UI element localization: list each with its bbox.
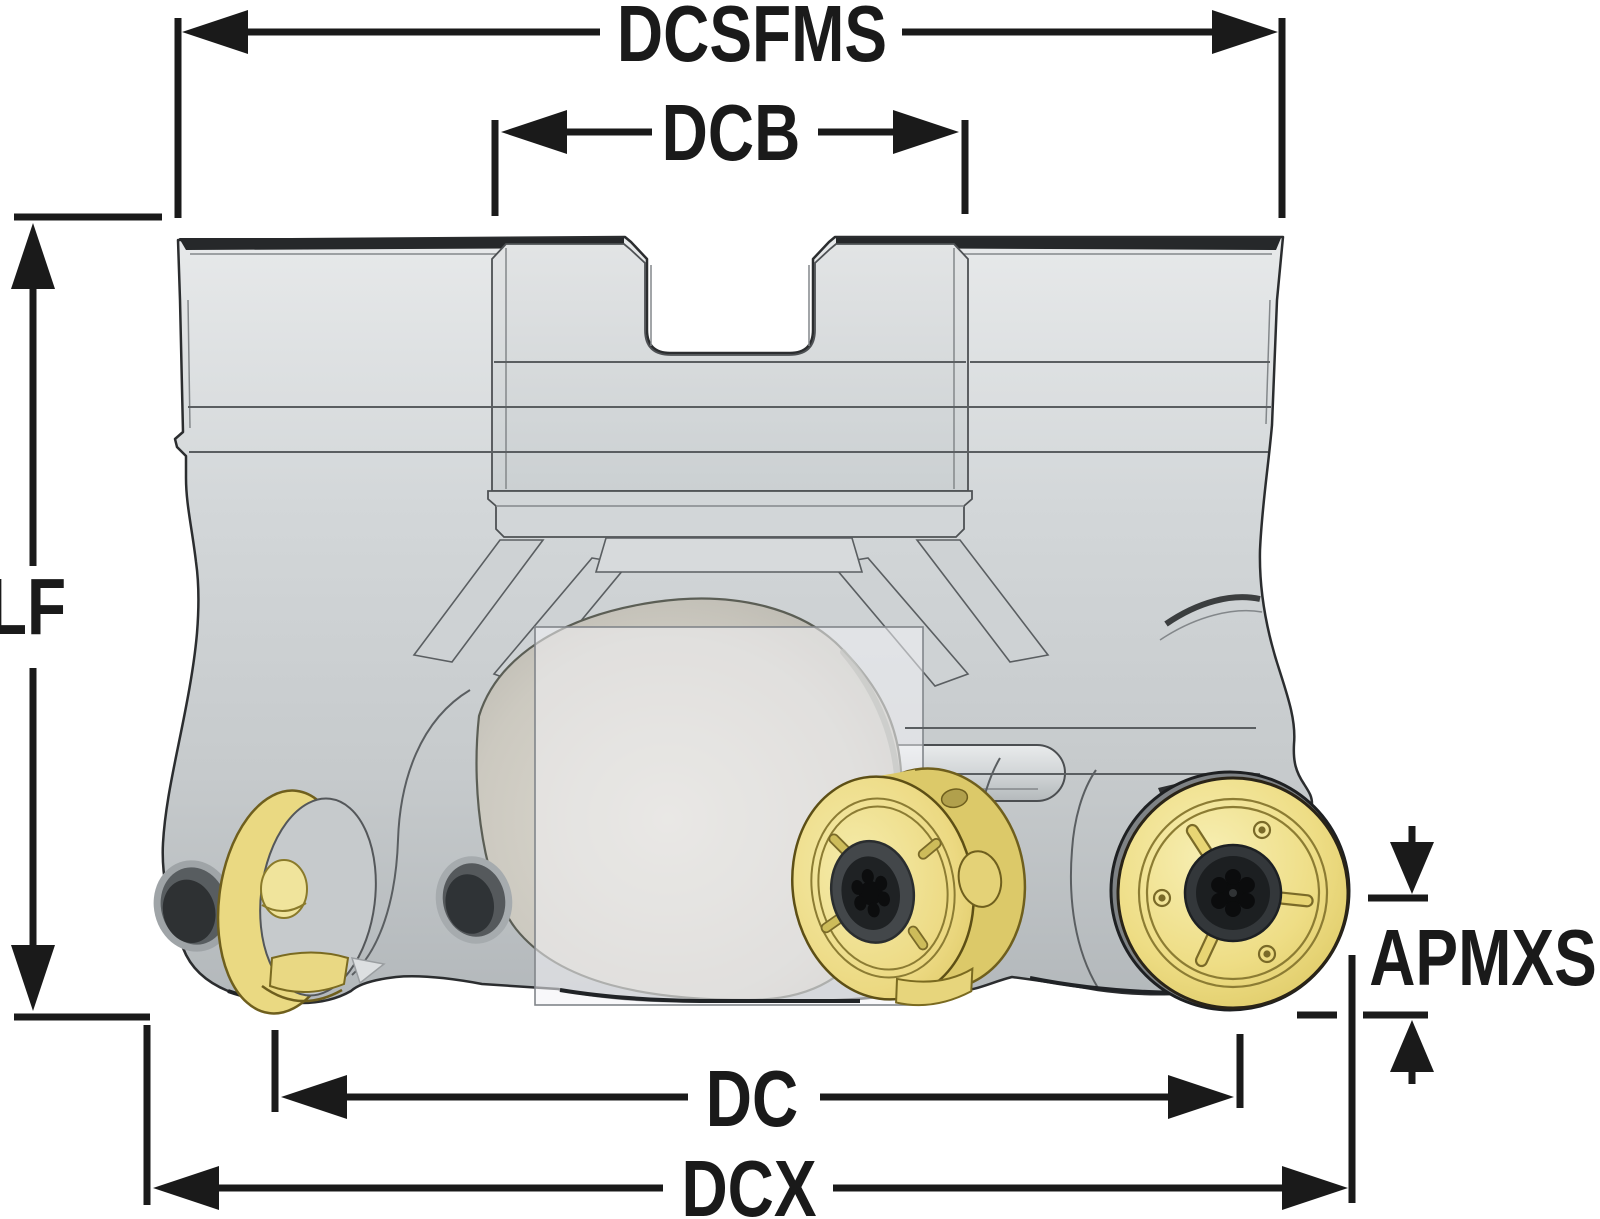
insert-left-chip-face <box>350 957 386 985</box>
dimple <box>1252 820 1272 840</box>
pocket-curve-right <box>1069 769 1099 989</box>
arrowhead-up <box>1390 1020 1434 1072</box>
arrowhead-up <box>11 223 55 289</box>
head-top-right-line <box>1159 609 1263 641</box>
arrowhead-down <box>11 945 55 1011</box>
slot <box>907 925 929 951</box>
arrowhead-right <box>1168 1075 1234 1119</box>
arrowhead-right <box>893 110 959 154</box>
spoke-right-outer <box>915 539 1050 663</box>
dimple <box>1257 944 1277 964</box>
dim-label-dc: DC <box>706 1054 798 1143</box>
torx-lobe <box>1238 877 1255 893</box>
dim-label-dcsfms: DCSFMS <box>617 0 887 79</box>
insert-center-ring-outer <box>810 797 956 979</box>
coolant-hole-dark <box>162 879 216 944</box>
insert-center-ring-inner <box>817 805 949 971</box>
dim-label-lf: LF <box>0 562 66 651</box>
dimple <box>1152 888 1172 908</box>
boss-flange <box>487 490 973 538</box>
head-top-right-shadow <box>1164 594 1261 627</box>
torx-lobe <box>1238 893 1255 909</box>
torx-lobe <box>854 895 867 911</box>
arrowhead-down <box>1390 842 1434 894</box>
torx-lobe <box>867 902 880 918</box>
torx-center-dot <box>1229 889 1237 897</box>
insert-center-clamp-bump <box>957 850 1003 908</box>
dimple-dot <box>1263 950 1271 958</box>
torx-lobe <box>1211 893 1228 909</box>
torx-lobe <box>1225 901 1241 917</box>
dimension-dcb: DCB <box>491 88 969 216</box>
dim-label-dcx: DCX <box>681 1144 816 1219</box>
coolant-hole-right <box>435 856 513 944</box>
torx-lobe <box>861 869 874 884</box>
slot <box>917 837 942 860</box>
spoke-left-outer <box>412 539 545 663</box>
dim-label-apmxs: APMXS <box>1369 913 1597 1002</box>
dimension-apmxs: APMXS <box>1297 826 1597 1084</box>
insert-center-bottom-wedge <box>895 966 974 1007</box>
insert-left-bottom-arc <box>261 984 343 1003</box>
dimension-lf: LF <box>0 213 162 1021</box>
dimple-dot <box>1258 826 1266 834</box>
arrowhead-right <box>1212 10 1278 54</box>
arrowhead-left <box>182 10 248 54</box>
insert-left-clamp <box>260 859 308 919</box>
arrowhead-left <box>153 1166 219 1210</box>
dim-label-dcb: DCB <box>662 88 801 177</box>
insert-center-angled <box>791 767 1027 1007</box>
pocket-curve-left <box>351 689 471 976</box>
arrowhead-left <box>281 1075 347 1119</box>
insert-left-edge-view <box>216 789 386 1015</box>
torx-lobe <box>1225 869 1241 885</box>
insert-right-face-view <box>1109 770 1351 1012</box>
insert-center-screw-tip <box>940 788 969 809</box>
coolant-hole-dark <box>445 874 495 934</box>
insert-left-clamp-line <box>261 902 307 912</box>
dimension-dcx: DCX <box>143 955 1356 1219</box>
insert-right-ring-inner <box>1145 805 1321 981</box>
torx-lobe <box>875 875 888 891</box>
torx-screw-center <box>851 869 890 918</box>
center-boss <box>491 243 969 492</box>
dimension-dc: DC <box>271 1030 1244 1144</box>
pedestal <box>594 537 864 573</box>
bottom-shadow-center <box>559 988 860 1003</box>
insert-right-ring-outer <box>1137 797 1329 989</box>
torx-screw-right <box>1211 869 1255 917</box>
torx-lobe <box>851 879 864 895</box>
arrowhead-left <box>501 110 567 154</box>
dimple-dot <box>1158 894 1166 902</box>
insert-left-bottom-wedge <box>268 951 350 994</box>
bottom-shadow-right <box>1029 976 1181 995</box>
dimension-dcsfms: DCSFMS <box>174 0 1286 218</box>
arrowhead-right <box>1282 1166 1348 1210</box>
insert-right-slots <box>1185 823 1314 968</box>
cutter-body <box>153 235 1314 1006</box>
coolant-hole-left <box>153 860 235 952</box>
torx-lobe <box>877 891 890 907</box>
torx-lobe <box>1211 877 1228 893</box>
insert-right-dimples <box>1152 820 1277 964</box>
